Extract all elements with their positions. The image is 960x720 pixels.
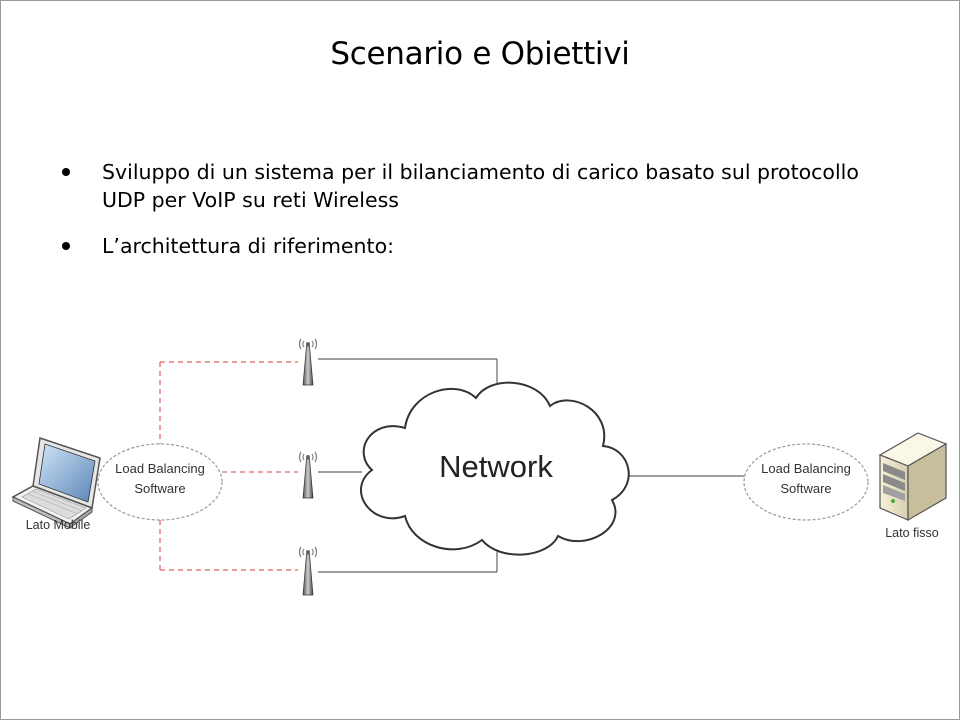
lato-fisso-label: Lato fisso: [885, 526, 939, 540]
bullet-list: Sviluppo di un sistema per il bilanciame…: [62, 158, 922, 278]
bullet-text: Sviluppo di un sistema per il bilanciame…: [102, 160, 859, 212]
wireless-links: [159, 361, 298, 571]
left-node-line2: Software: [134, 481, 185, 496]
wifi-signal-icon: [298, 338, 318, 350]
bullet-item: Sviluppo di un sistema per il bilanciame…: [62, 158, 922, 214]
access-point-top: [298, 338, 318, 386]
right-node-line2: Software: [780, 481, 831, 496]
access-point-bottom: [298, 546, 318, 596]
bullet-text: L’architettura di riferimento:: [102, 234, 395, 258]
right-node-line1: Load Balancing: [761, 461, 851, 476]
bullet-dot-icon: [62, 168, 70, 176]
lato-mobile-label: Lato Mobile: [26, 518, 91, 532]
antenna-icon: [302, 458, 314, 499]
slide-title: Scenario e Obiettivi: [330, 36, 630, 72]
laptop-icon: [11, 437, 101, 529]
wifi-signal-icon: [298, 546, 318, 558]
left-node-line1: Load Balancing: [115, 461, 205, 476]
antenna-icon: [302, 345, 314, 386]
bullet-item: L’architettura di riferimento:: [62, 232, 922, 260]
access-point-middle: [298, 451, 318, 499]
antenna-icon: [302, 553, 314, 596]
left-load-balancing-node: Load Balancing Software: [97, 443, 223, 521]
server-icon: [878, 432, 948, 522]
network-cloud: Network: [359, 381, 630, 556]
bullet-dot-icon: [62, 242, 70, 250]
network-label: Network: [439, 449, 553, 484]
wifi-signal-icon: [298, 451, 318, 463]
right-load-balancing-node: Load Balancing Software: [743, 443, 869, 521]
